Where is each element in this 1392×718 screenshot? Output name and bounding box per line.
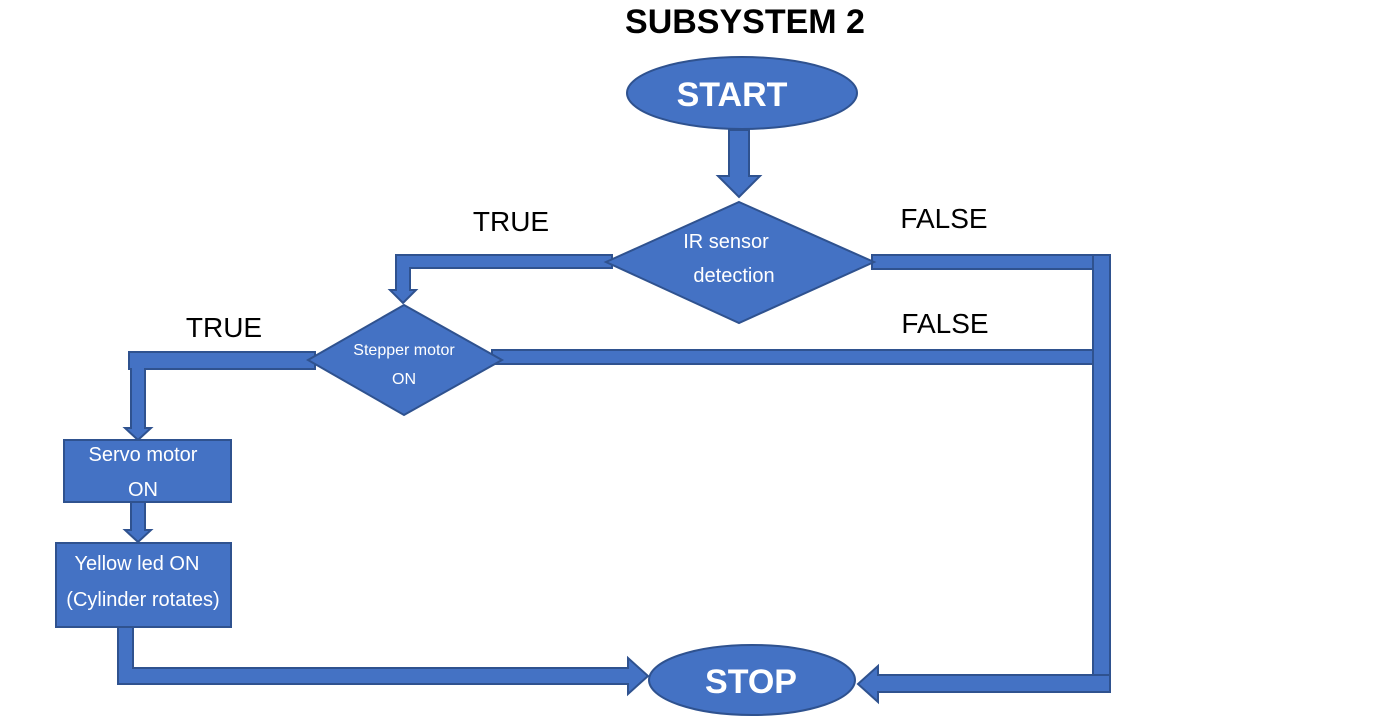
connectors: [117, 129, 1111, 705]
yellow-led-label-line2: (Cylinder rotates): [66, 589, 219, 611]
ir-sensor-decision: [603, 200, 877, 325]
arrow-led-to-stop: [117, 626, 650, 697]
yellow-led-label-line1: Yellow led ON: [75, 553, 200, 575]
ir-false-label: FALSE: [900, 203, 987, 234]
connector-stepper-false: [491, 349, 1094, 365]
connector-right-vertical: [1092, 254, 1111, 693]
connector-stepper-true: [122, 351, 316, 442]
stepper-false-label: FALSE: [901, 308, 988, 339]
servo-motor-process: [63, 439, 232, 503]
arrow-start-to-ir: [715, 129, 763, 199]
stop-label: STOP: [705, 663, 797, 701]
stop-node: [648, 644, 856, 716]
ir-sensor-label-line2: detection: [693, 265, 774, 287]
stepper-motor-decision: [305, 303, 505, 417]
start-label: START: [677, 76, 788, 114]
servo-label-line1: Servo motor: [89, 444, 198, 466]
stepper-label-line2: ON: [392, 371, 416, 388]
ir-sensor-label-line1: IR sensor: [683, 231, 769, 253]
stepper-true-label: TRUE: [186, 312, 262, 343]
connector-ir-true: [387, 254, 613, 305]
ir-true-label: TRUE: [473, 206, 549, 237]
yellow-led-process: [55, 542, 232, 628]
stepper-label-line1: Stepper motor: [353, 342, 455, 359]
start-node: [626, 56, 858, 130]
servo-label-line2: ON: [128, 479, 158, 501]
connector-ir-false-horizontal: [871, 254, 1111, 270]
diagram-title: SUBSYSTEM 2: [625, 3, 865, 41]
arrow-servo-to-led: [122, 501, 154, 544]
arrow-to-stop-right: [856, 663, 1111, 705]
